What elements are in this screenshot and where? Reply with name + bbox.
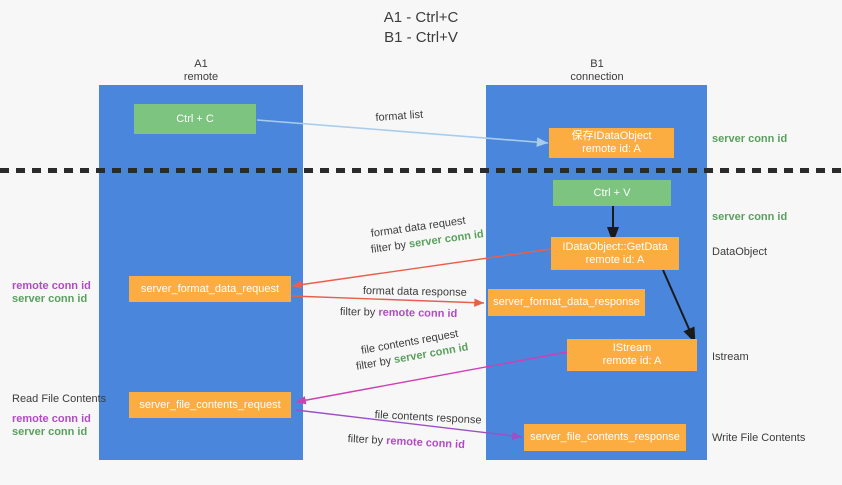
diagram-title: A1 - Ctrl+C B1 - Ctrl+V: [0, 8, 842, 48]
label-read-file-contents: Read File Contents: [12, 393, 107, 405]
label-remote-conn-id-upper: remote conn id: [12, 280, 91, 292]
title-line-1: A1 - Ctrl+C: [383, 9, 459, 26]
label-server-conn-id-top: server conn id: [712, 133, 788, 145]
node-ctrl-v-label: Ctrl + V: [593, 186, 631, 199]
edge-label-format-data-response: format data response: [362, 284, 467, 299]
arrow-getdata-to-istream: [662, 269, 696, 344]
filter-key-remote-conn-id: remote conn id: [385, 435, 466, 452]
filter-prefix: filter by: [339, 305, 379, 319]
node-server-file-contents-response[interactable]: server_file_contents_response: [524, 424, 686, 451]
column-b1-sub: connection: [570, 71, 624, 83]
node-idataobject-line2: remote id: A: [582, 143, 641, 155]
arrow-format-data-response: [291, 295, 485, 307]
column-header-b1: B1 connection: [517, 58, 677, 84]
node-istream-line2: remote id: A: [602, 355, 662, 367]
node-idataobject-line1: 保存IDataObject: [571, 130, 652, 142]
node-idataobject[interactable]: 保存IDataObject remote id: A: [549, 128, 674, 158]
node-ctrl-v[interactable]: Ctrl + V: [553, 180, 671, 206]
label-server-conn-id-lower: server conn id: [12, 426, 88, 438]
node-ctrl-c[interactable]: Ctrl + C: [134, 104, 256, 134]
label-istream: Istream: [712, 351, 749, 363]
node-idataobject-getdata[interactable]: IDataObject::GetData remote id: A: [551, 237, 679, 270]
column-header-a1: A1 remote: [121, 58, 281, 84]
node-server-file-contents-request[interactable]: server_file_contents_request: [129, 392, 291, 418]
column-a1-name: A1: [194, 58, 208, 70]
column-b1-name: B1: [590, 58, 604, 70]
node-ctrl-c-label: Ctrl + C: [176, 112, 214, 125]
arrow-file-contents-response: [295, 409, 523, 441]
node-server-file-contents-request-label: server_file_contents_request: [139, 398, 281, 411]
edge-label-format-data-response-filter: filter by remote conn id: [340, 305, 458, 322]
arrow-format-data-request: [291, 248, 552, 289]
label-write-file-contents: Write File Contents: [712, 432, 806, 444]
label-remote-conn-id-lower: remote conn id: [12, 413, 91, 425]
node-server-format-data-response[interactable]: server_format_data_response: [488, 289, 645, 316]
filter-prefix: filter by: [347, 432, 387, 447]
title-line-2: B1 - Ctrl+V: [384, 29, 458, 46]
phase-separator-dashed-line: [0, 168, 842, 173]
filter-prefix: filter by: [370, 238, 410, 256]
node-server-format-data-request-label: server_format_data_request: [140, 282, 280, 295]
arrow-file-contents-request: [295, 351, 568, 405]
column-a1-sub: remote: [183, 71, 219, 83]
filter-key-remote-conn-id: remote conn id: [378, 306, 458, 321]
node-idataobject-getdata-line1: IDataObject::GetData: [562, 240, 668, 253]
node-istream-line1: IStream: [612, 342, 652, 354]
node-istream[interactable]: IStream remote id: A: [567, 339, 697, 371]
label-server-conn-id-upper: server conn id: [12, 293, 88, 305]
label-dataobject: DataObject: [712, 246, 768, 258]
arrow-format-list: [256, 119, 549, 147]
label-server-conn-id-second: server conn id: [712, 211, 788, 223]
node-idataobject-getdata-line2: remote id: A: [585, 253, 645, 266]
node-server-format-data-response-label: server_format_data_response: [493, 296, 640, 308]
node-server-format-data-request[interactable]: server_format_data_request: [129, 276, 291, 302]
node-server-file-contents-response-label: server_file_contents_response: [530, 431, 680, 443]
